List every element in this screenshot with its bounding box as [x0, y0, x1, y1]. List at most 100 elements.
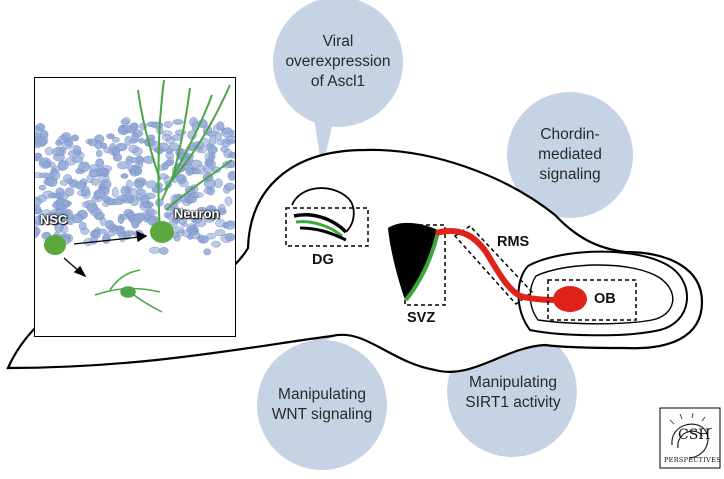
cell-nucleus: [225, 136, 235, 142]
cell-nucleus: [39, 172, 51, 179]
cell-nucleus: [135, 155, 144, 165]
cell-nucleus: [111, 147, 120, 156]
olfactory-bulb-inner: [529, 264, 674, 325]
cell-nucleus: [98, 174, 110, 183]
cell-nucleus: [122, 117, 131, 125]
cell-nucleus: [51, 147, 65, 157]
cell-nucleus: [35, 205, 42, 215]
logo-letters: CSH: [678, 427, 711, 443]
svz-region: [388, 222, 446, 306]
cell-nucleus: [86, 203, 99, 213]
cell-nucleus: [166, 213, 176, 221]
cell-nucleus: [214, 131, 223, 141]
csh-logo: [659, 407, 721, 469]
cell-nucleus: [138, 137, 145, 144]
cell-nucleus: [102, 233, 111, 244]
cell-nucleus: [224, 196, 233, 206]
cell-nucleus: [57, 135, 68, 144]
neuron-soma: [150, 221, 174, 243]
cell-nucleus: [134, 212, 146, 222]
cell-nucleus: [105, 220, 115, 230]
cell-nucleus: [150, 121, 164, 129]
rms-region: [435, 225, 563, 306]
cell-nucleus: [40, 129, 49, 140]
cell-nucleus: [182, 229, 191, 238]
cell-nucleus: [159, 247, 169, 255]
cell-nucleus: [190, 231, 201, 240]
cell-nucleus: [117, 161, 129, 170]
cell-nucleus: [90, 178, 100, 186]
cell-nucleus: [217, 203, 226, 213]
cell-nucleus: [66, 178, 74, 185]
cell-nucleus: [227, 171, 235, 181]
cell-nucleus: [208, 135, 217, 146]
nuclei-layer: [35, 117, 235, 256]
cell-nucleus: [198, 147, 207, 154]
dg-label: DG: [312, 252, 334, 268]
cell-nucleus: [94, 211, 105, 219]
cell-nucleus: [93, 189, 106, 199]
cell-nucleus: [122, 125, 133, 132]
cell-nucleus: [202, 164, 214, 173]
cell-nucleus: [35, 227, 39, 238]
nsc-label: NSC: [40, 212, 68, 227]
cell-nucleus: [101, 195, 110, 202]
cell-nucleus: [161, 134, 172, 141]
cell-nucleus: [64, 187, 75, 197]
cell-nucleus: [50, 169, 61, 181]
cell-nucleus: [205, 232, 216, 240]
cell-nucleus: [131, 133, 139, 143]
cell-nucleus: [60, 209, 72, 216]
cell-nucleus: [111, 136, 120, 143]
olfactory-bulb-outline: [517, 250, 688, 337]
inset-arrows: [63, 230, 148, 278]
cell-nucleus: [224, 182, 235, 191]
cell-nucleus: [48, 161, 56, 168]
cell-nucleus: [133, 179, 144, 188]
cell-nucleus: [75, 181, 87, 190]
cell-nucleus: [77, 189, 87, 197]
dentate-gyrus: [285, 187, 369, 247]
cell-nucleus: [214, 229, 226, 237]
cell-nucleus: [135, 166, 143, 175]
cell-nucleus: [120, 185, 129, 196]
svz-label: SVZ: [407, 310, 436, 326]
cell-nucleus: [132, 147, 143, 156]
nsc-cell: [44, 235, 66, 255]
cell-nucleus: [119, 232, 126, 243]
neuron-label: Neuron: [174, 206, 220, 221]
cell-nucleus: [211, 240, 221, 248]
neuron-dendrites: [137, 79, 233, 233]
cell-nucleus: [149, 246, 161, 254]
cell-nucleus: [191, 214, 203, 224]
cell-nucleus: [55, 187, 65, 196]
ob-label: OB: [594, 291, 616, 307]
bubble-ascl1: [273, 0, 403, 170]
bubble-ascl1-text: Viral overexpression of Ascl1: [285, 33, 391, 90]
cell-nucleus: [167, 157, 174, 164]
cell-nucleus: [80, 227, 90, 235]
cell-nucleus: [95, 149, 103, 158]
cell-nucleus: [88, 164, 100, 171]
cell-nucleus: [213, 178, 223, 188]
logo-sub: PERSPECTIVES: [664, 456, 721, 464]
cell-nucleus: [37, 214, 45, 221]
cell-nucleus: [216, 121, 225, 131]
cell-nucleus: [224, 221, 235, 230]
cell-nucleus: [56, 198, 64, 206]
cell-nucleus: [66, 218, 75, 225]
microscopy-inset: [34, 77, 236, 337]
cell-nucleus: [163, 121, 173, 128]
cell-nucleus: [87, 138, 98, 147]
cell-nucleus: [124, 135, 132, 146]
cell-nucleus: [125, 155, 134, 166]
cell-nucleus: [46, 211, 57, 222]
cell-nucleus: [136, 188, 146, 195]
cell-nucleus: [168, 142, 180, 152]
cell-nucleus: [38, 184, 47, 191]
bubble-wnt-text: Manipulating WNT signaling: [271, 386, 373, 423]
cell-nucleus: [224, 233, 235, 242]
cell-nucleus: [185, 167, 194, 176]
cell-nucleus: [178, 179, 189, 188]
